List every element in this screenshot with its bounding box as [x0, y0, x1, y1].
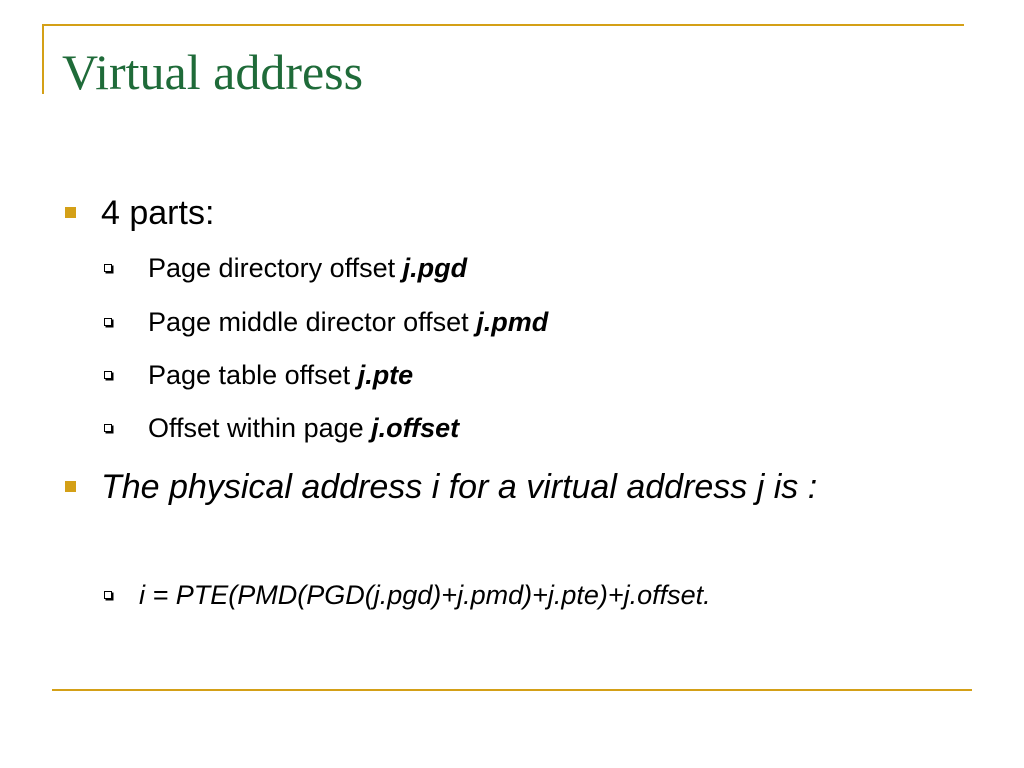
variable-name: j.offset	[371, 413, 460, 443]
sub-bullet-label: Page table offset	[148, 360, 351, 390]
top-rule	[42, 24, 964, 26]
square-bullet-icon	[65, 207, 76, 218]
sub-bullet-item: Page directory offset j.pgd	[102, 250, 962, 286]
sub-bullet-label: Offset within page	[148, 413, 364, 443]
bullet-item: 4 parts:	[60, 190, 950, 236]
hollow-square-bullet-icon	[104, 371, 112, 379]
sub-bullet-item: Page middle director offset j.pmd	[102, 304, 962, 340]
sub-bullet-item: Offset within page j.offset	[102, 410, 962, 446]
sub-bullet-label: Page middle director offset	[148, 307, 469, 337]
sub-bullet-text: Offset within page j.offset	[148, 410, 459, 446]
slide-title: Virtual address	[62, 44, 364, 100]
sub-bullet-label: Page directory offset	[148, 253, 396, 283]
variable-name: j.pgd	[402, 253, 468, 283]
bottom-rule	[52, 689, 972, 691]
sub-bullet-item: Page table offset j.pte	[102, 357, 962, 393]
sub-bullet-item: i = PTE(PMD(PGD(j.pgd)+j.pmd)+j.pte)+j.o…	[102, 577, 962, 613]
sub-bullet-text: Page directory offset j.pgd	[148, 250, 467, 286]
hollow-square-bullet-icon	[104, 318, 112, 326]
sub-bullet-text: Page middle director offset j.pmd	[148, 304, 548, 340]
bullet-text: 4 parts:	[101, 194, 215, 232]
left-rule	[42, 24, 44, 94]
square-bullet-icon	[65, 481, 76, 492]
variable-name: j.pte	[357, 360, 414, 390]
hollow-square-bullet-icon	[104, 591, 112, 599]
bullet-text: The physical address i for a virtual add…	[101, 468, 818, 506]
bullet-item: The physical address i for a virtual add…	[60, 464, 950, 510]
formula-text: i = PTE(PMD(PGD(j.pgd)+j.pmd)+j.pte)+j.o…	[139, 580, 711, 610]
hollow-square-bullet-icon	[104, 264, 112, 272]
variable-name: j.pmd	[476, 307, 549, 337]
sub-bullet-text: Page table offset j.pte	[148, 357, 413, 393]
hollow-square-bullet-icon	[104, 424, 112, 432]
